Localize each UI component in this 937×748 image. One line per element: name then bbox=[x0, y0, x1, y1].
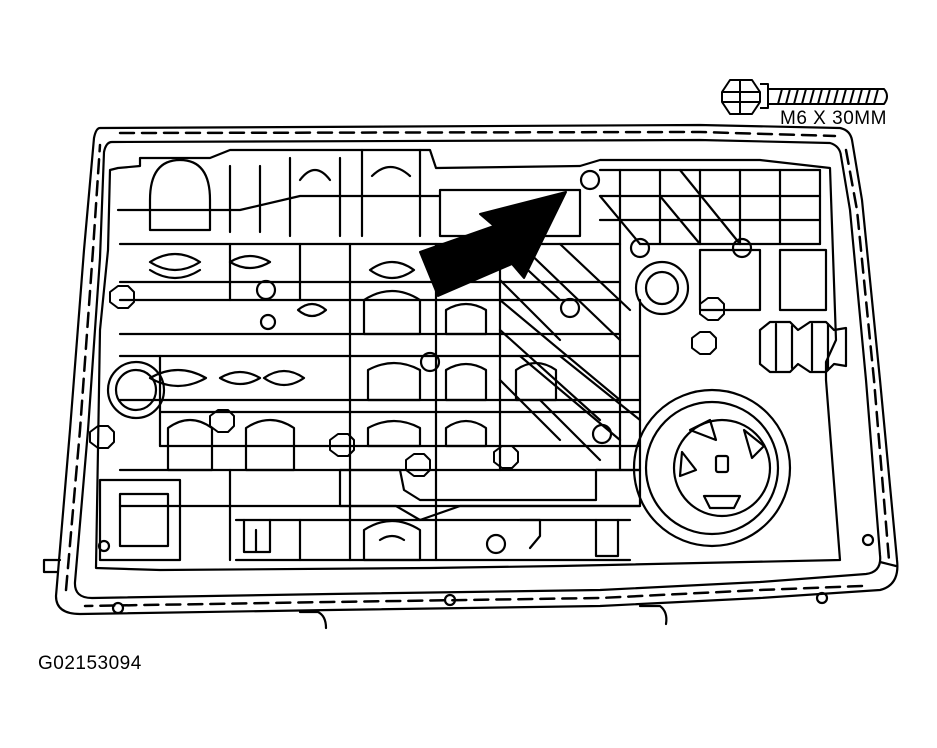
pan-outer-outline bbox=[56, 125, 897, 614]
pan-side-step-right bbox=[880, 562, 896, 566]
pump-boss-inner bbox=[674, 420, 770, 516]
pan-lower-tab-left bbox=[300, 612, 326, 628]
valve-body-plate bbox=[96, 150, 840, 570]
pump-boss-stud bbox=[716, 456, 728, 472]
pan-lower-tab-right bbox=[640, 606, 666, 624]
left-bore-inner bbox=[116, 370, 156, 410]
valve-row-2 bbox=[120, 300, 620, 334]
figure-id: G02153094 bbox=[38, 653, 142, 674]
pump-boss-ring bbox=[646, 402, 778, 534]
left-bore-outer bbox=[108, 362, 164, 418]
pump-boss-key-right bbox=[744, 430, 764, 458]
arrow-pointer-icon bbox=[420, 192, 566, 296]
pan-holes bbox=[99, 535, 873, 613]
upper-shelf bbox=[118, 196, 440, 210]
pump-boss-key-top bbox=[690, 420, 716, 440]
partition-vertical-5 bbox=[160, 356, 300, 560]
valve-body-bolts bbox=[90, 286, 724, 476]
lower-slot-3 bbox=[520, 520, 540, 548]
valve-row-3 bbox=[120, 356, 640, 400]
passage-ribs bbox=[500, 170, 826, 470]
partition-vertical-4 bbox=[230, 244, 300, 300]
spring-piston bbox=[760, 322, 846, 372]
upper-right-boss-inner bbox=[646, 272, 678, 304]
pan-side-step-left bbox=[44, 560, 60, 572]
lower-bracket bbox=[340, 470, 640, 520]
upper-bore-4 bbox=[362, 150, 420, 236]
bolt-spec-label: M6 X 30MM bbox=[780, 108, 887, 129]
bolt-icon bbox=[722, 80, 887, 114]
lower-slot-1 bbox=[244, 520, 270, 552]
pan-inner-outline bbox=[75, 140, 880, 598]
upper-bore-1 bbox=[150, 160, 210, 230]
upper-bore-2 bbox=[230, 166, 260, 232]
spring-piston-rings bbox=[776, 324, 828, 370]
pump-boss-outer bbox=[634, 390, 790, 546]
lower-slot-2 bbox=[596, 520, 618, 556]
valve-row-6 bbox=[236, 520, 630, 560]
pan-rim-groove bbox=[66, 132, 889, 606]
upper-bore-5 bbox=[440, 190, 580, 236]
valve-row-1 bbox=[120, 244, 620, 282]
bolt-holes bbox=[257, 171, 751, 553]
pump-boss-key-bottom bbox=[704, 496, 740, 508]
lower-left-chamber bbox=[100, 480, 180, 560]
pump-boss-key-left bbox=[680, 452, 696, 476]
upper-right-boss bbox=[636, 262, 688, 314]
